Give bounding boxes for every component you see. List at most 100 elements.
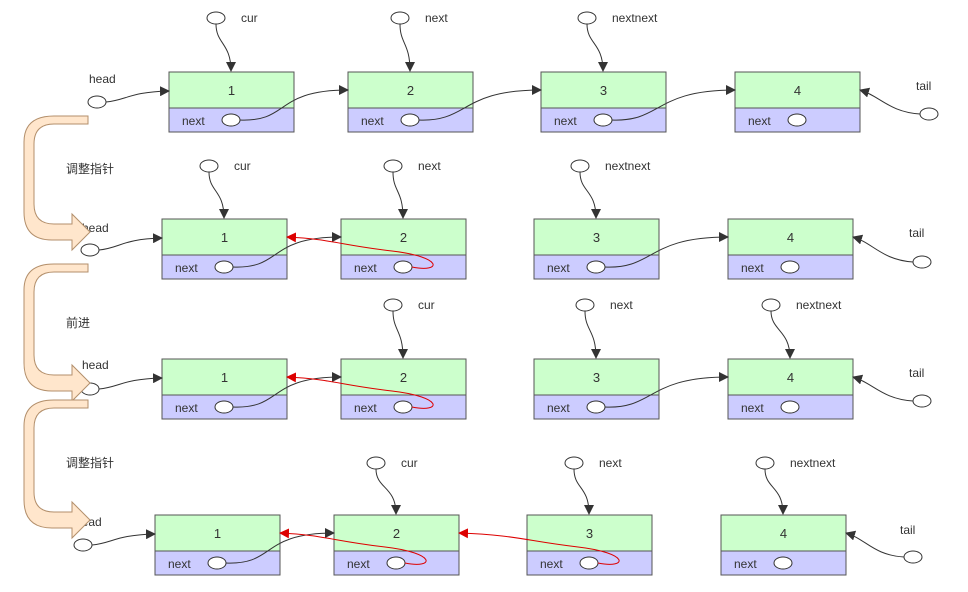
nextnext-label: nextnext <box>605 159 651 173</box>
next-pointer-icon <box>593 113 613 127</box>
node-value: 3 <box>593 370 600 385</box>
cur-pointer-arrow <box>375 468 401 515</box>
reversed-link-arrow <box>286 232 434 269</box>
node-2: 2 next <box>347 71 474 133</box>
step-arrow-3: 调整指针 <box>23 399 114 540</box>
node-value: 4 <box>787 230 794 245</box>
tail-pointer-icon <box>912 255 932 269</box>
next-pointer-icon <box>214 260 234 274</box>
node-next-label: next <box>741 401 764 415</box>
next-label: next <box>599 456 622 470</box>
node-value: 4 <box>780 526 787 541</box>
cur-label: cur <box>418 298 435 312</box>
next-link-arrow <box>239 85 349 121</box>
step-arrow-2: 前进 <box>23 263 91 403</box>
cur-pointer-icon <box>366 456 386 470</box>
nextnext-pointer-arrow <box>764 468 788 515</box>
tail-pointer-arrow <box>859 87 921 115</box>
node-next-cell <box>734 107 861 133</box>
next-pointer-icon <box>780 400 800 414</box>
tail-pointer-arrow <box>852 234 914 263</box>
next-link-arrow <box>611 85 736 121</box>
head-pointer-arrow <box>98 373 163 390</box>
step-arrow-shape <box>23 263 91 403</box>
nextnext-pointer-icon <box>755 456 775 470</box>
head-pointer-arrow <box>91 529 156 546</box>
nextnext-pointer-arrow <box>770 310 795 359</box>
nextnext-label: nextnext <box>790 456 836 470</box>
next-label: next <box>418 159 441 173</box>
node-value-cell <box>727 358 854 396</box>
cur-label: cur <box>241 11 258 25</box>
nextnext-label: nextnext <box>796 298 842 312</box>
next-label: next <box>610 298 633 312</box>
cur-pointer-arrow <box>392 310 408 359</box>
next-pointer-arrow <box>573 468 594 515</box>
step-label: 前进 <box>66 315 90 330</box>
node-next-label: next <box>748 114 771 128</box>
node-value-cell <box>347 71 474 109</box>
node-value: 2 <box>400 230 407 245</box>
next-pointer-icon <box>586 260 606 274</box>
tail-pointer-arrow <box>845 530 905 558</box>
next-pointer-icon <box>207 556 227 570</box>
nextnext-label: nextnext <box>612 11 658 25</box>
node-next-label: next <box>547 401 570 415</box>
node-value-cell <box>161 358 288 396</box>
cur-pointer-icon <box>206 11 226 25</box>
nextnext-pointer-icon <box>577 11 597 25</box>
next-pointer-icon <box>564 456 584 470</box>
cur-pointer-icon <box>383 298 403 312</box>
next-link-arrow <box>232 232 342 268</box>
node-value: 3 <box>600 83 607 98</box>
node-4: 4 next <box>734 71 861 133</box>
next-link-arrow <box>604 372 729 408</box>
head-pointer-icon <box>80 243 100 257</box>
node-value: 1 <box>221 230 228 245</box>
next-pointer-icon <box>400 113 420 127</box>
node-value-cell <box>168 71 295 109</box>
next-pointer-icon <box>393 400 413 414</box>
node-value: 3 <box>586 526 593 541</box>
node-value: 4 <box>794 83 801 98</box>
node-value: 2 <box>407 83 414 98</box>
node-value-cell <box>533 218 660 256</box>
cur-label: cur <box>234 159 251 173</box>
node-next-label: next <box>354 401 377 415</box>
node-value-cell <box>533 358 660 396</box>
list-row-4: 1next2next3next4nextcurnextnextnextheadt… <box>73 456 923 576</box>
tail-label: tail <box>900 523 915 537</box>
nextnext-pointer-icon <box>570 159 590 173</box>
node-value: 1 <box>228 83 235 98</box>
node-next-label: next <box>361 114 384 128</box>
next-pointer-icon <box>787 113 807 127</box>
node-value-cell <box>526 514 653 552</box>
next-pointer-arrow <box>584 310 601 359</box>
next-link-arrow <box>604 232 729 268</box>
next-pointer-icon <box>214 400 234 414</box>
reversed-link-arrow <box>458 528 620 565</box>
node-next-label: next <box>734 557 757 571</box>
tail-pointer-icon <box>903 550 923 564</box>
node-value: 4 <box>787 370 794 385</box>
next-pointer-icon <box>390 11 410 25</box>
step-arrow-shape <box>23 399 91 540</box>
next-link-arrow <box>225 528 335 564</box>
node-next-label: next <box>354 261 377 275</box>
head-label: head <box>89 72 116 86</box>
next-pointer-icon <box>575 298 595 312</box>
head-pointer-icon <box>73 538 93 552</box>
node-value: 1 <box>214 526 221 541</box>
cur-pointer-arrow <box>215 23 236 72</box>
step-arrow-shape <box>23 115 91 252</box>
tail-pointer-icon <box>919 107 939 121</box>
next-pointer-arrow <box>392 171 408 219</box>
